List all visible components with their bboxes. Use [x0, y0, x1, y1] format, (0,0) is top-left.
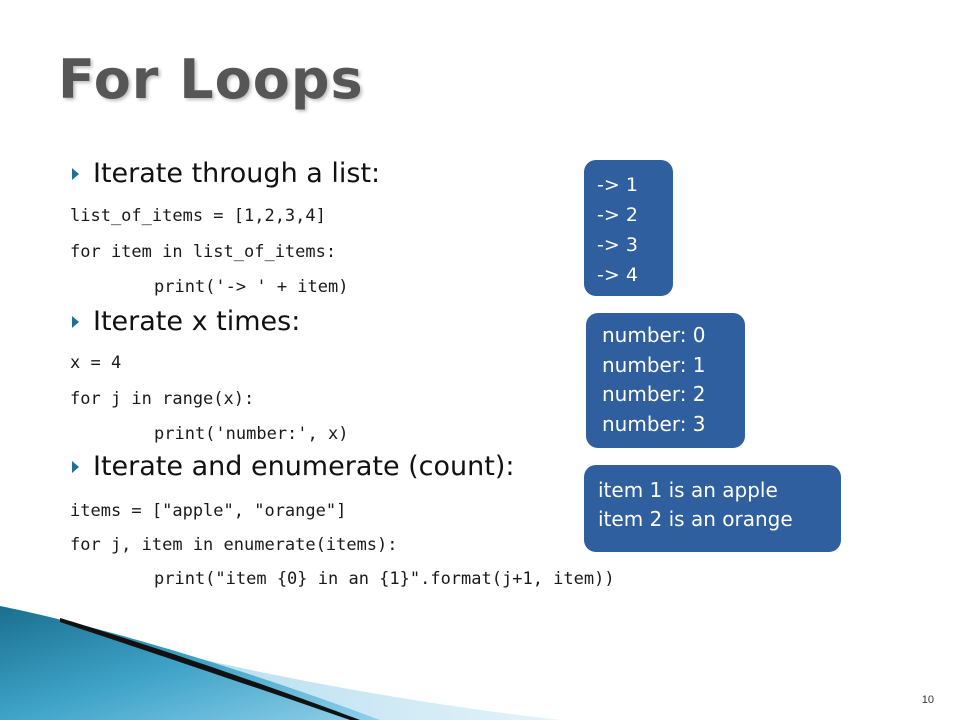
output-box-list: -> 1 -> 2 -> 3 -> 4	[584, 160, 673, 296]
bullet-arrow-icon	[72, 167, 79, 180]
code-line: x = 4	[70, 353, 122, 373]
output-line: item 1 is an apple	[598, 478, 778, 502]
output-line: number: 0	[602, 323, 706, 347]
code-line: for j in range(x):	[70, 389, 255, 409]
section-heading-times: Iterate x times:	[72, 306, 300, 337]
output-box-enumerate: item 1 is an apple item 2 is an orange	[584, 465, 841, 552]
section-heading-text: Iterate x times:	[93, 306, 301, 337]
code-line: items = ["apple", "orange"]	[70, 501, 347, 521]
code-line: print("item {0} in an {1}".format(j+1, i…	[154, 569, 615, 589]
output-line: -> 4	[597, 264, 638, 286]
section-heading-enumerate: Iterate and enumerate (count):	[72, 451, 514, 482]
code-line: print('-> ' + item)	[154, 277, 349, 297]
bullet-arrow-icon	[72, 315, 79, 328]
output-line: number: 3	[602, 411, 706, 436]
code-line: print('number:', x)	[154, 424, 349, 444]
output-line: item 2 is an orange	[598, 507, 793, 531]
page-number: 10	[921, 694, 934, 706]
code-line: for item in list_of_items:	[70, 242, 337, 262]
output-line: -> 3	[597, 234, 638, 256]
output-line: number: 2	[602, 382, 706, 406]
code-line: for j, item in enumerate(items):	[70, 535, 398, 555]
output-box-times: number: 0 number: 1 number: 2 number: 3	[586, 313, 745, 448]
code-line: list_of_items = [1,2,3,4]	[70, 206, 326, 226]
output-line: -> 2	[597, 204, 638, 226]
slide-title: For Loops	[58, 48, 364, 111]
output-line: -> 1	[597, 174, 638, 196]
section-heading-text: Iterate through a list:	[93, 158, 381, 189]
output-line: number: 1	[602, 352, 706, 377]
section-heading-list: Iterate through a list:	[72, 158, 380, 189]
bullet-arrow-icon	[72, 460, 79, 473]
section-heading-text: Iterate and enumerate (count):	[93, 451, 515, 482]
